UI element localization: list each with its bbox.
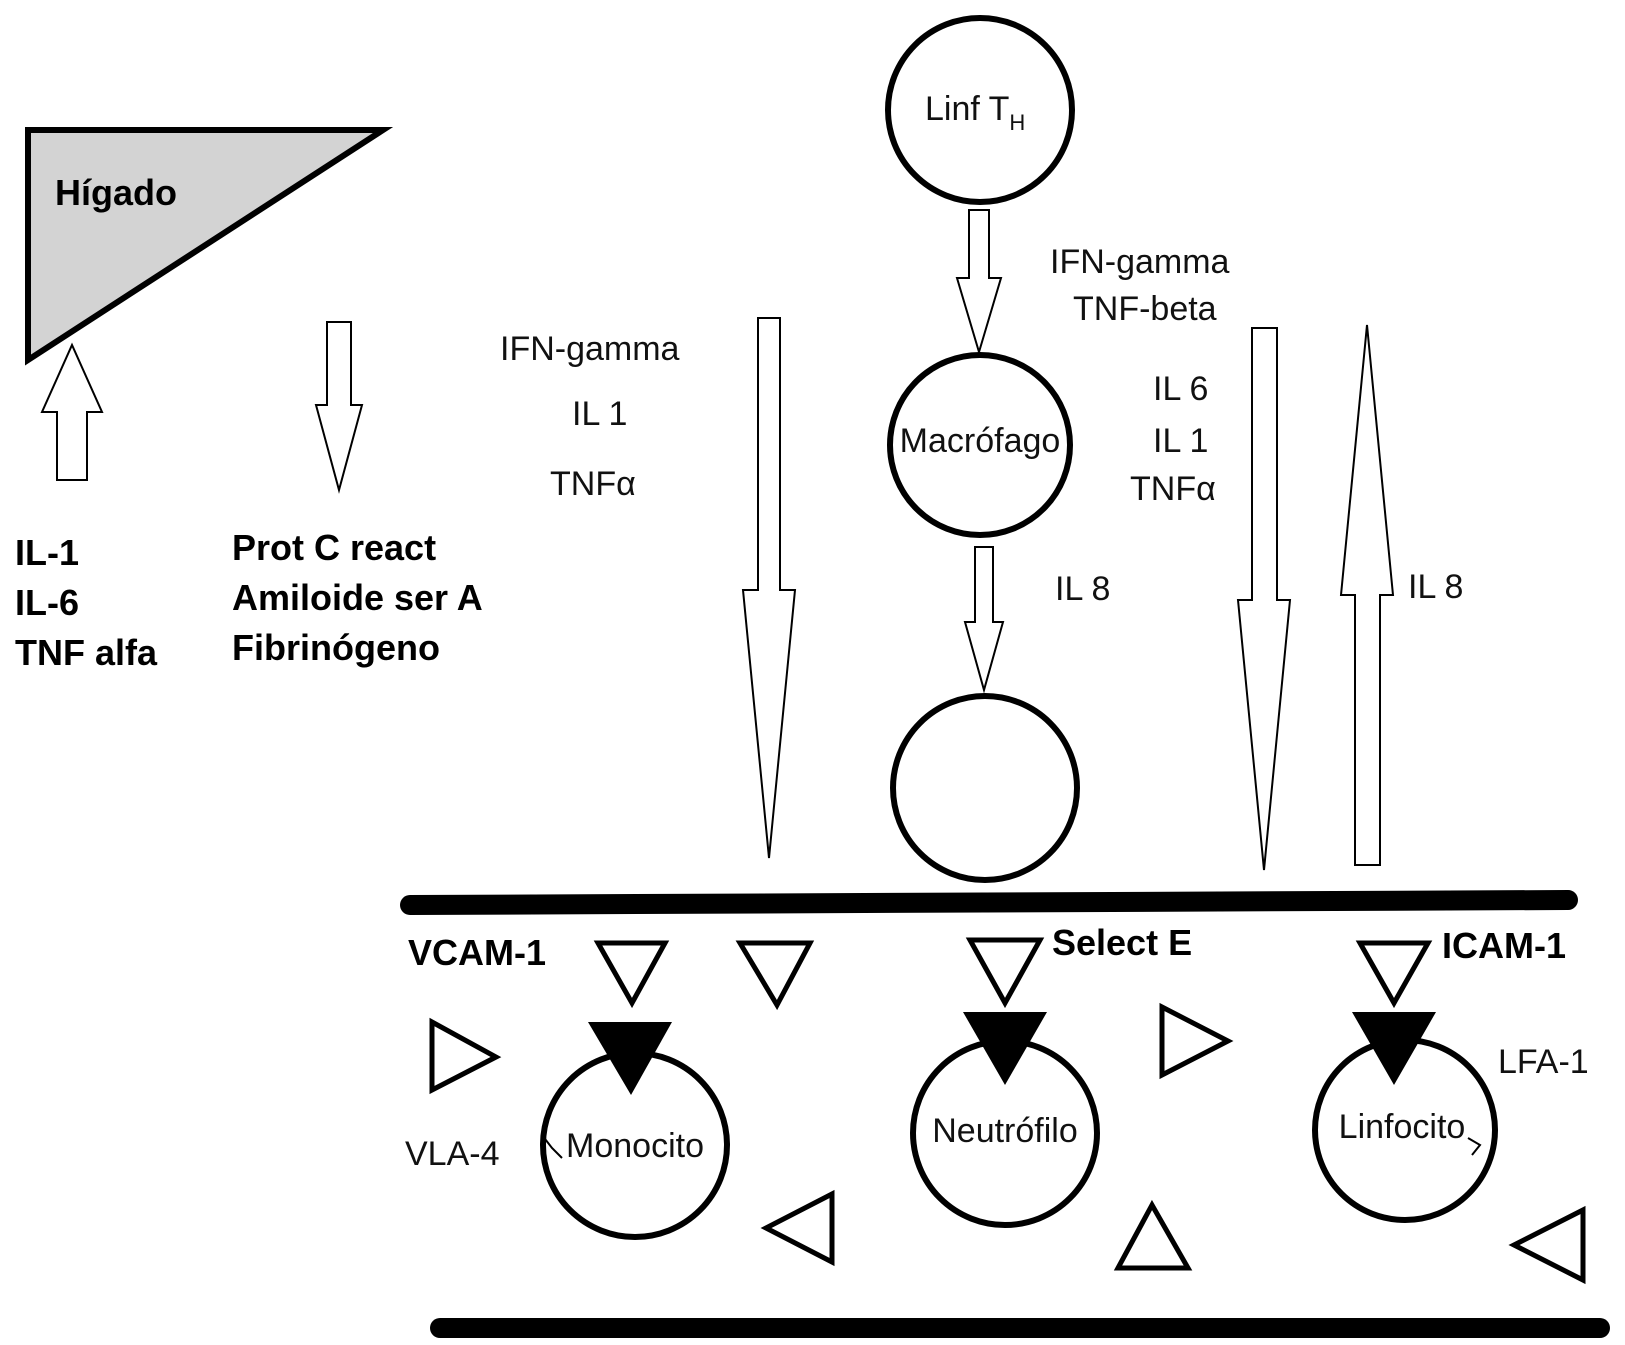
liver-input-tnf: TNF alfa <box>15 632 158 673</box>
adhesion-triangle <box>1355 940 1433 1009</box>
left-cytokine-tnf: TNFα <box>550 465 636 503</box>
lymph-th-subscript: H <box>1009 110 1025 135</box>
right-cytokine-tnf: TNFα <box>1130 470 1216 508</box>
adhesion-triangle <box>735 940 815 1011</box>
monocyte-label: Monocito <box>566 1127 704 1165</box>
unlabeled-cell <box>890 693 1080 883</box>
th-cytokine-ifn: IFN-gamma <box>1050 243 1230 281</box>
macrophage-label: Macrófago <box>900 422 1061 460</box>
right-cytokine-arrow <box>1236 327 1292 871</box>
liver-output-fibrinogen: Fibrinógeno <box>232 627 440 668</box>
adhesion-triangle <box>965 937 1045 1009</box>
adhesion-triangle <box>1508 1205 1586 1285</box>
adhesion-triangle <box>1113 1199 1193 1271</box>
adhesion-triangle <box>429 1017 502 1095</box>
macrophage-to-cell-arrow <box>963 546 1005 694</box>
lfa-receptor-mark <box>1467 1137 1482 1156</box>
liver-input-il6: IL-6 <box>15 582 79 623</box>
neutrophil-label: Neutrófilo <box>932 1112 1078 1150</box>
lymphocyte-label: Linfocito <box>1339 1108 1466 1146</box>
il8-up-arrow <box>1339 324 1395 866</box>
left-cytokine-arrow <box>741 317 797 859</box>
vessel-wall-top <box>400 890 1578 915</box>
lfa-label: LFA-1 <box>1498 1043 1589 1081</box>
left-cytokine-ifn: IFN-gamma <box>500 330 680 368</box>
lymph-th-label-main: Linf T <box>925 90 1009 128</box>
liver-output-saa: Amiloide ser A <box>232 577 483 618</box>
liver-output-crp: Prot C react <box>232 527 436 568</box>
liver-label: Hígado <box>55 172 177 213</box>
liver-output-arrow <box>314 321 364 494</box>
left-cytokine-il1: IL 1 <box>572 395 627 433</box>
th-cytokine-tnfb: TNF-beta <box>1073 290 1217 328</box>
vla-label: VLA-4 <box>405 1135 500 1173</box>
th-to-macrophage-arrow <box>955 209 1003 356</box>
macrophage-cell <box>887 352 1073 538</box>
selectin-label: Select E <box>1052 922 1192 963</box>
adhesion-triangle <box>760 1189 835 1267</box>
vla-receptor-mark <box>541 1134 563 1159</box>
liver-input-arrow <box>40 342 104 481</box>
bound-receptor-triangle <box>963 1012 1047 1085</box>
icam-label: ICAM-1 <box>1442 925 1566 966</box>
lymph-th-label: Linf TH <box>925 90 1025 135</box>
right-cytokine-il6: IL 6 <box>1153 370 1208 408</box>
right-cytokine-il1: IL 1 <box>1153 422 1208 460</box>
adhesion-triangle <box>1159 1002 1234 1080</box>
lymph-th-cell <box>885 15 1075 205</box>
adhesion-triangle <box>593 940 670 1009</box>
vcam-label: VCAM-1 <box>408 932 546 973</box>
bound-receptor-triangle <box>1352 1012 1436 1085</box>
il8-center-label: IL 8 <box>1055 570 1110 608</box>
bound-receptor-triangle <box>588 1022 672 1095</box>
liver-shape <box>25 127 394 366</box>
il8-right-label: IL 8 <box>1408 568 1463 606</box>
liver-input-il1: IL-1 <box>15 532 79 573</box>
